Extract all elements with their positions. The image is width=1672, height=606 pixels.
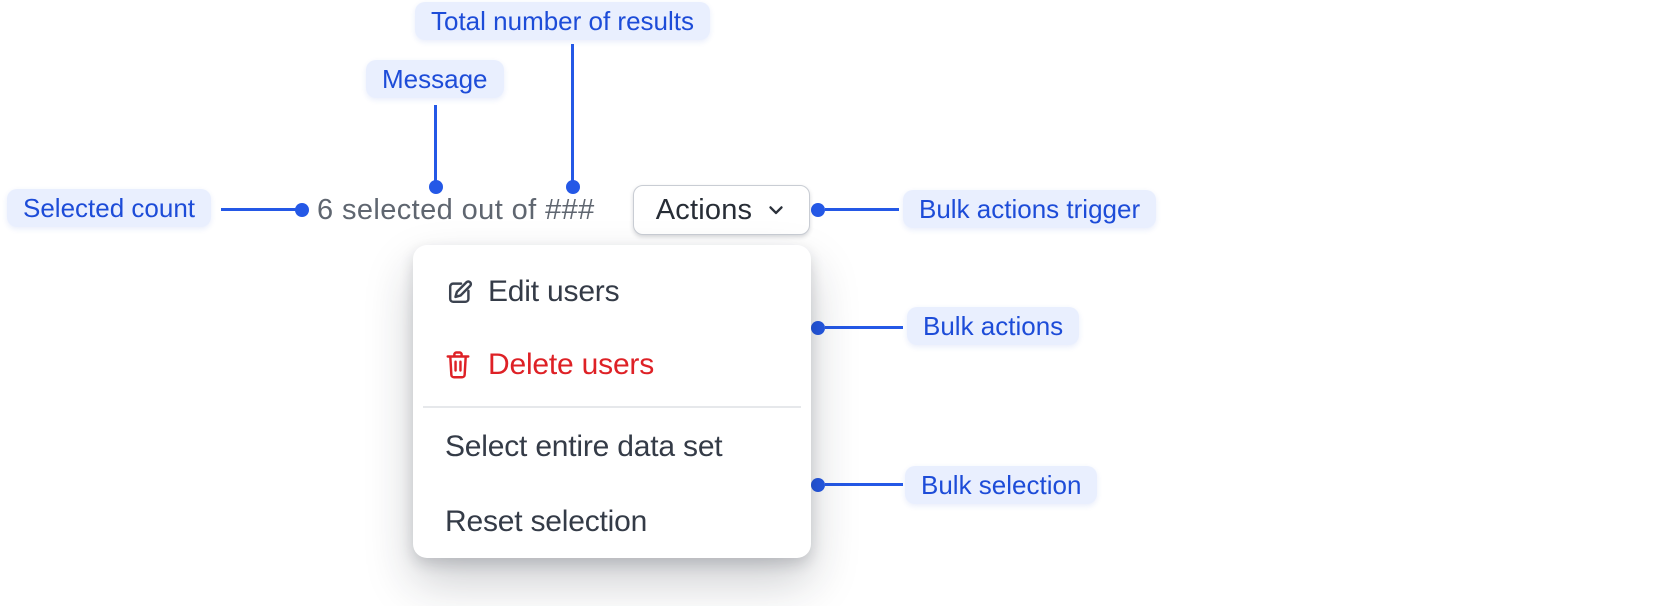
- annotation-label-bulk-selection: Bulk selection: [905, 466, 1098, 504]
- connector-dot-selected-count: [295, 203, 309, 217]
- annotation-label-selected-count: Selected count: [7, 189, 212, 227]
- menu-item-edit-users[interactable]: Edit users: [413, 270, 811, 314]
- connector-dot-bulk-actions: [811, 321, 825, 335]
- connector-line-bulk-actions-trigger: [825, 208, 899, 211]
- selection-message: 6 selected out of ###: [317, 194, 595, 226]
- menu-item-delete-users[interactable]: Delete users: [413, 343, 811, 387]
- annotation-label-message: Message: [366, 60, 504, 98]
- menu-item-label: Delete users: [488, 348, 655, 381]
- connector-dot-bulk-actions-trigger: [811, 203, 825, 217]
- connector-line-total-results: [571, 44, 574, 181]
- connector-dot-bulk-selection: [811, 478, 825, 492]
- menu-item-reset-selection[interactable]: Reset selection: [413, 500, 811, 544]
- chevron-down-icon: [765, 199, 787, 221]
- annotation-label-bulk-actions: Bulk actions: [907, 307, 1080, 345]
- annotation-label-total-results: Total number of results: [415, 2, 711, 40]
- connector-line-bulk-actions: [825, 326, 903, 329]
- menu-item-select-entire-data-set[interactable]: Select entire data set: [413, 425, 811, 469]
- menu-item-label: Select entire data set: [445, 430, 723, 463]
- connector-line-bulk-selection: [825, 483, 903, 486]
- menu-divider: [423, 406, 801, 408]
- connector-line-selected-count: [221, 208, 296, 211]
- annotation-label-bulk-actions-trigger: Bulk actions trigger: [903, 190, 1157, 228]
- pencil-square-icon: [444, 277, 475, 308]
- menu-item-label: Reset selection: [445, 505, 648, 538]
- connector-dot-message: [429, 180, 443, 194]
- trash-icon: [444, 349, 472, 381]
- bulk-actions-trigger-label: Actions: [655, 193, 753, 226]
- connector-line-message: [434, 105, 437, 181]
- bulk-actions-menu: Edit users Delete users Select entire da…: [413, 245, 811, 558]
- bulk-actions-trigger-button[interactable]: Actions: [633, 185, 810, 235]
- connector-dot-total-results: [566, 180, 580, 194]
- menu-item-label: Edit users: [488, 275, 620, 308]
